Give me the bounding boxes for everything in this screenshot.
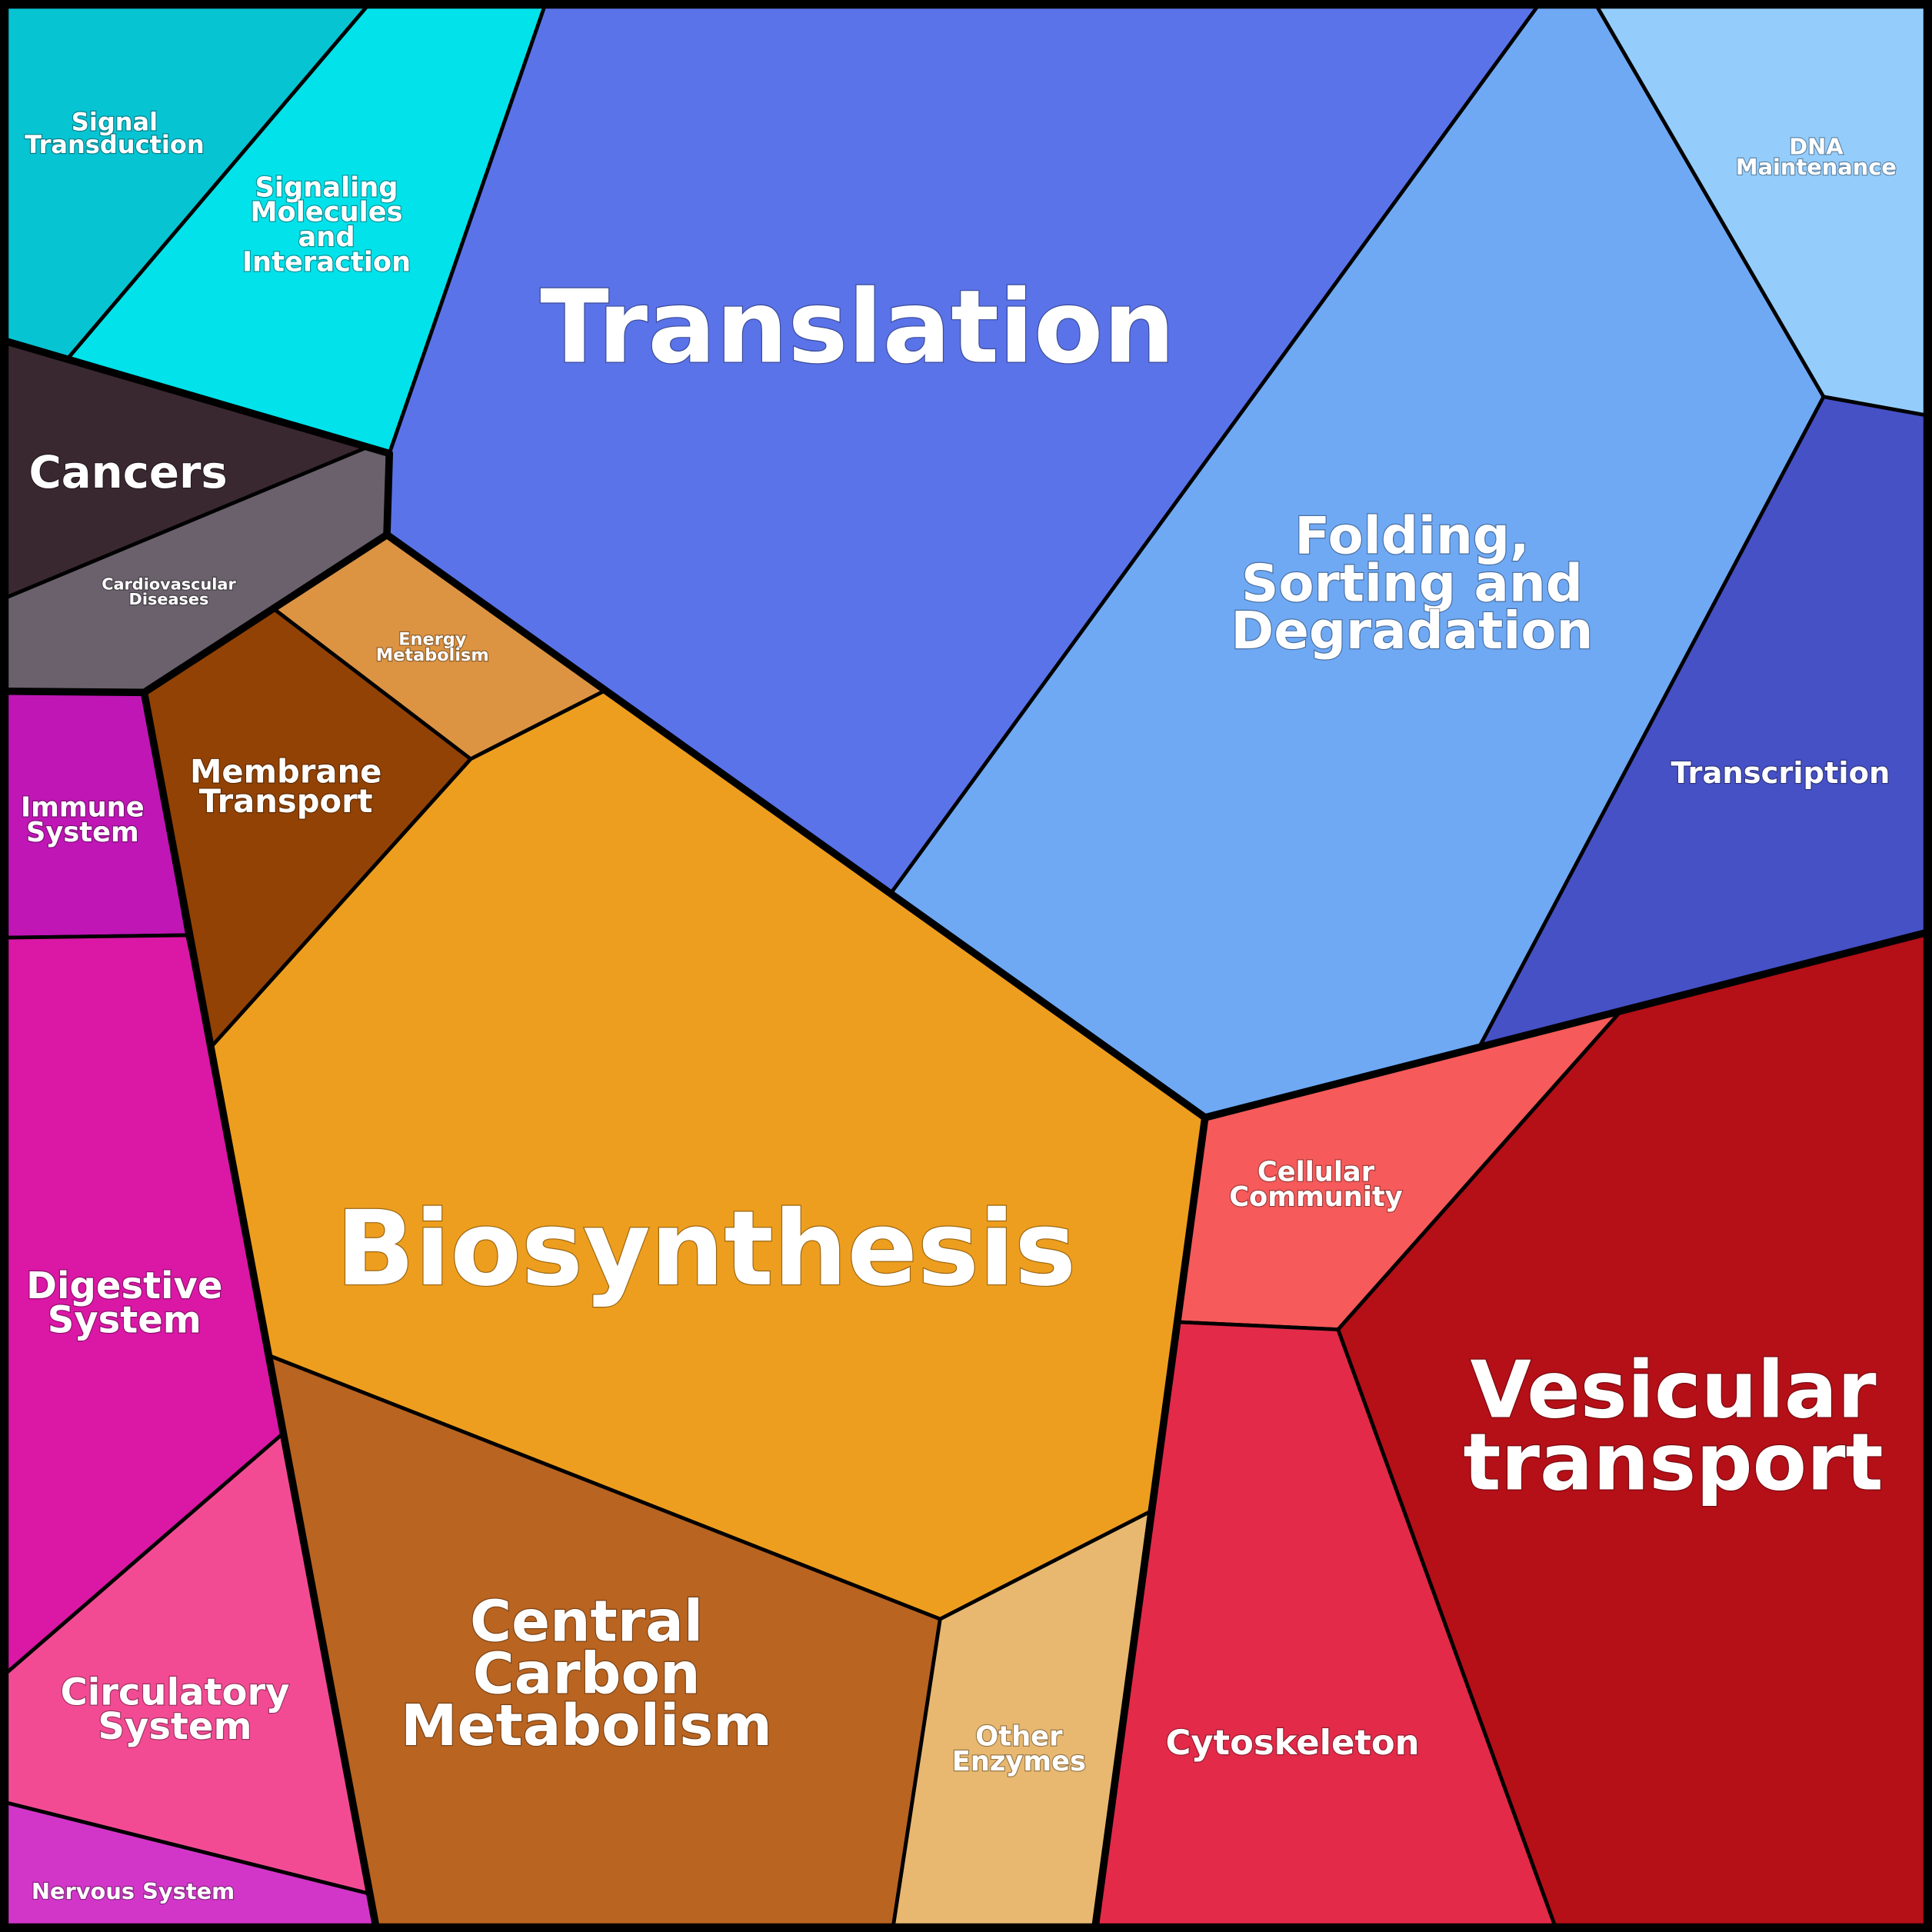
label-line: Nervous System xyxy=(32,1878,235,1904)
label-line: Interaction xyxy=(242,247,411,278)
label-line: Digestive xyxy=(26,1264,222,1307)
label-line: System xyxy=(26,817,139,848)
label-line: System xyxy=(98,1705,251,1748)
label-line: Cardiovascular xyxy=(102,575,236,594)
label-line: Transport xyxy=(199,782,373,820)
label-line: Diseases xyxy=(129,590,209,608)
label-nervous-system: Nervous System xyxy=(32,1878,235,1904)
label-line: Membrane xyxy=(190,753,381,791)
label-line: Signaling xyxy=(255,172,398,203)
label-line: Immune xyxy=(21,791,145,823)
label-line: Metabolism xyxy=(376,645,489,665)
label-transcription: Transcription xyxy=(1671,756,1890,791)
label-line: Energy xyxy=(398,630,467,650)
label-line: Maintenance xyxy=(1736,154,1897,180)
label-line: Metabolism xyxy=(401,1694,772,1759)
label-line: Cellular xyxy=(1257,1157,1375,1188)
label-cytoskeleton: Cytoskeleton xyxy=(1166,1722,1420,1763)
label-cancers: Cancers xyxy=(28,446,227,498)
label-line: Other xyxy=(975,1720,1063,1752)
label-line: System xyxy=(48,1298,202,1341)
label-line: Circulatory xyxy=(60,1671,289,1714)
label-biosynthesis: Biosynthesis xyxy=(336,1188,1076,1309)
label-line: Cancers xyxy=(28,446,227,498)
label-line: Transcription xyxy=(1671,756,1890,791)
label-line: Transduction xyxy=(25,130,204,159)
label-line: transport xyxy=(1464,1417,1884,1509)
label-translation: Translation xyxy=(540,268,1175,386)
label-line: Sorting and xyxy=(1241,553,1583,613)
label-line: Enzymes xyxy=(952,1746,1086,1777)
label-line: Biosynthesis xyxy=(336,1188,1076,1309)
label-line: Cytoskeleton xyxy=(1166,1722,1420,1763)
label-line: Carbon xyxy=(473,1641,701,1707)
label-line: Folding, xyxy=(1294,505,1529,565)
label-line: and xyxy=(298,222,355,253)
label-line: Degradation xyxy=(1231,601,1593,661)
label-line: Signal xyxy=(72,107,158,136)
label-line: Community xyxy=(1229,1181,1403,1213)
label-line: Translation xyxy=(540,268,1175,386)
label-line: Central xyxy=(470,1590,703,1655)
label-line: Molecules xyxy=(250,197,402,228)
label-line: DNA xyxy=(1789,133,1844,159)
label-line: Vesicular xyxy=(1471,1344,1877,1436)
